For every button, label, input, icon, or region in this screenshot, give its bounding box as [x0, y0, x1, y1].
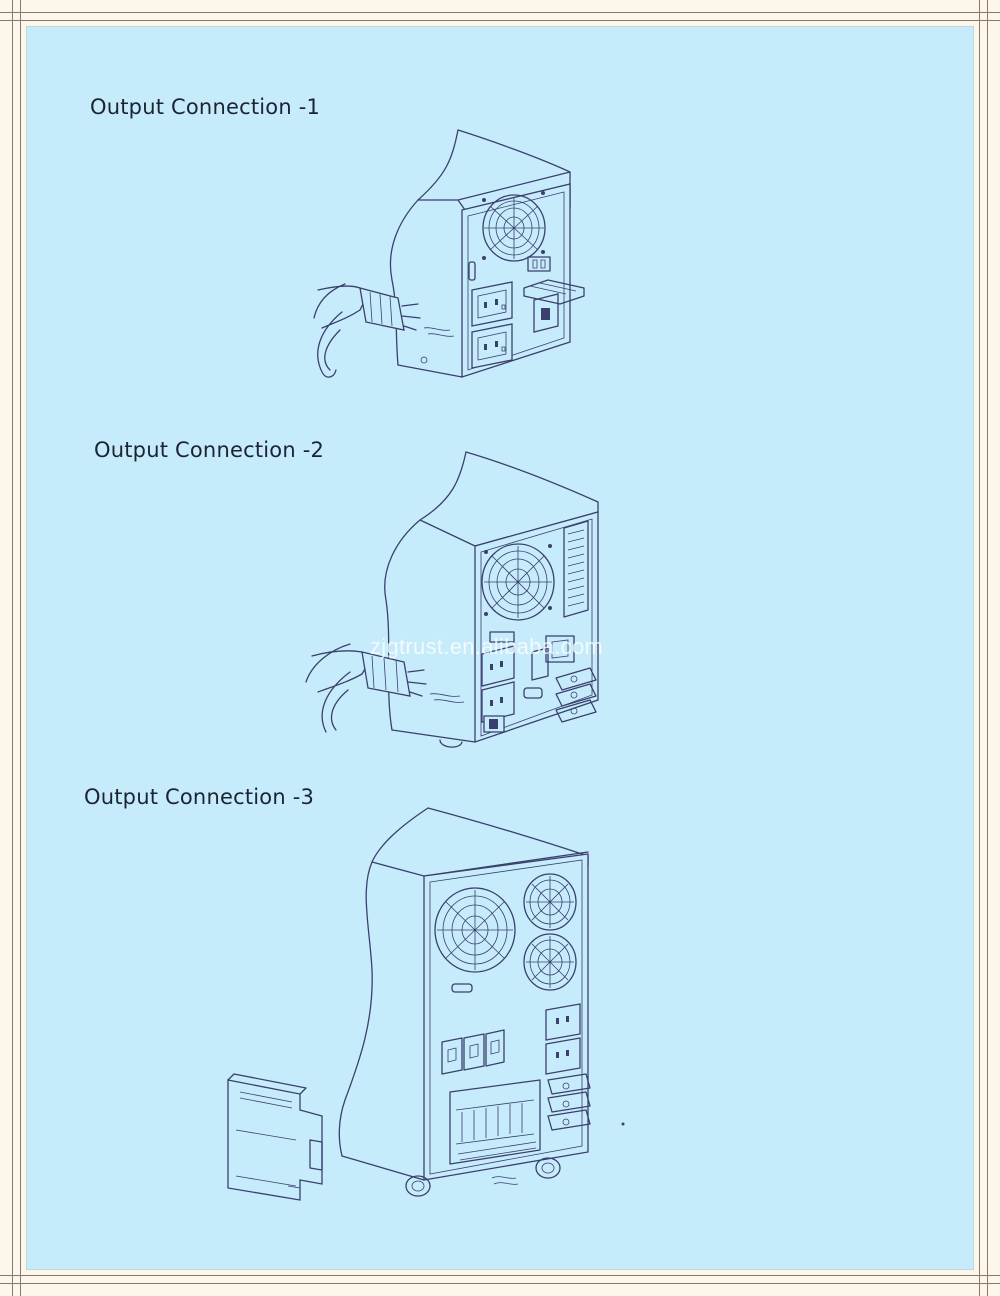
frame-top-line — [0, 12, 1000, 13]
fan-icon — [435, 888, 515, 972]
caption-output-connection-3: Output Connection -3 — [84, 785, 315, 809]
wheel-icon — [406, 1158, 560, 1196]
vent-grille-icon — [564, 521, 588, 617]
ups-unit-1 — [314, 130, 584, 377]
fan-icon — [482, 544, 554, 620]
terminal-block-icon — [548, 1074, 590, 1130]
fan-icon — [524, 874, 576, 930]
frame-bottom-line-2 — [0, 1283, 1000, 1284]
frame-bottom-line — [0, 1275, 1000, 1276]
caption-output-connection-2: Output Connection -2 — [94, 438, 325, 462]
frame-left-line-2 — [20, 0, 21, 1296]
output-socket-icon — [546, 1038, 580, 1074]
ups-unit-2 — [306, 452, 598, 747]
output-socket-icon — [472, 324, 512, 368]
frame-top-line-2 — [0, 20, 1000, 21]
ups-unit-3 — [228, 808, 625, 1200]
output-socket-icon — [472, 282, 512, 326]
power-plug-icon — [306, 644, 464, 732]
breaker-panel-icon — [450, 1080, 540, 1164]
circuit-breaker-icon — [228, 1074, 322, 1200]
terminal-block-icon — [556, 668, 596, 722]
output-socket-icon — [546, 1004, 580, 1040]
output-socket-icon — [482, 646, 514, 686]
fan-icon — [524, 934, 576, 990]
frame-right-line-2 — [987, 0, 988, 1296]
frame-left-line — [12, 0, 13, 1296]
frame-right-line — [979, 0, 980, 1296]
switch-icon — [442, 1030, 504, 1074]
power-plug-icon — [314, 284, 454, 377]
fan-icon — [482, 191, 545, 261]
caption-output-connection-1: Output Connection -1 — [90, 95, 321, 119]
watermark-text: zjgtrust.en.alibaba.com — [370, 634, 604, 659]
output-socket-icon — [482, 682, 514, 722]
